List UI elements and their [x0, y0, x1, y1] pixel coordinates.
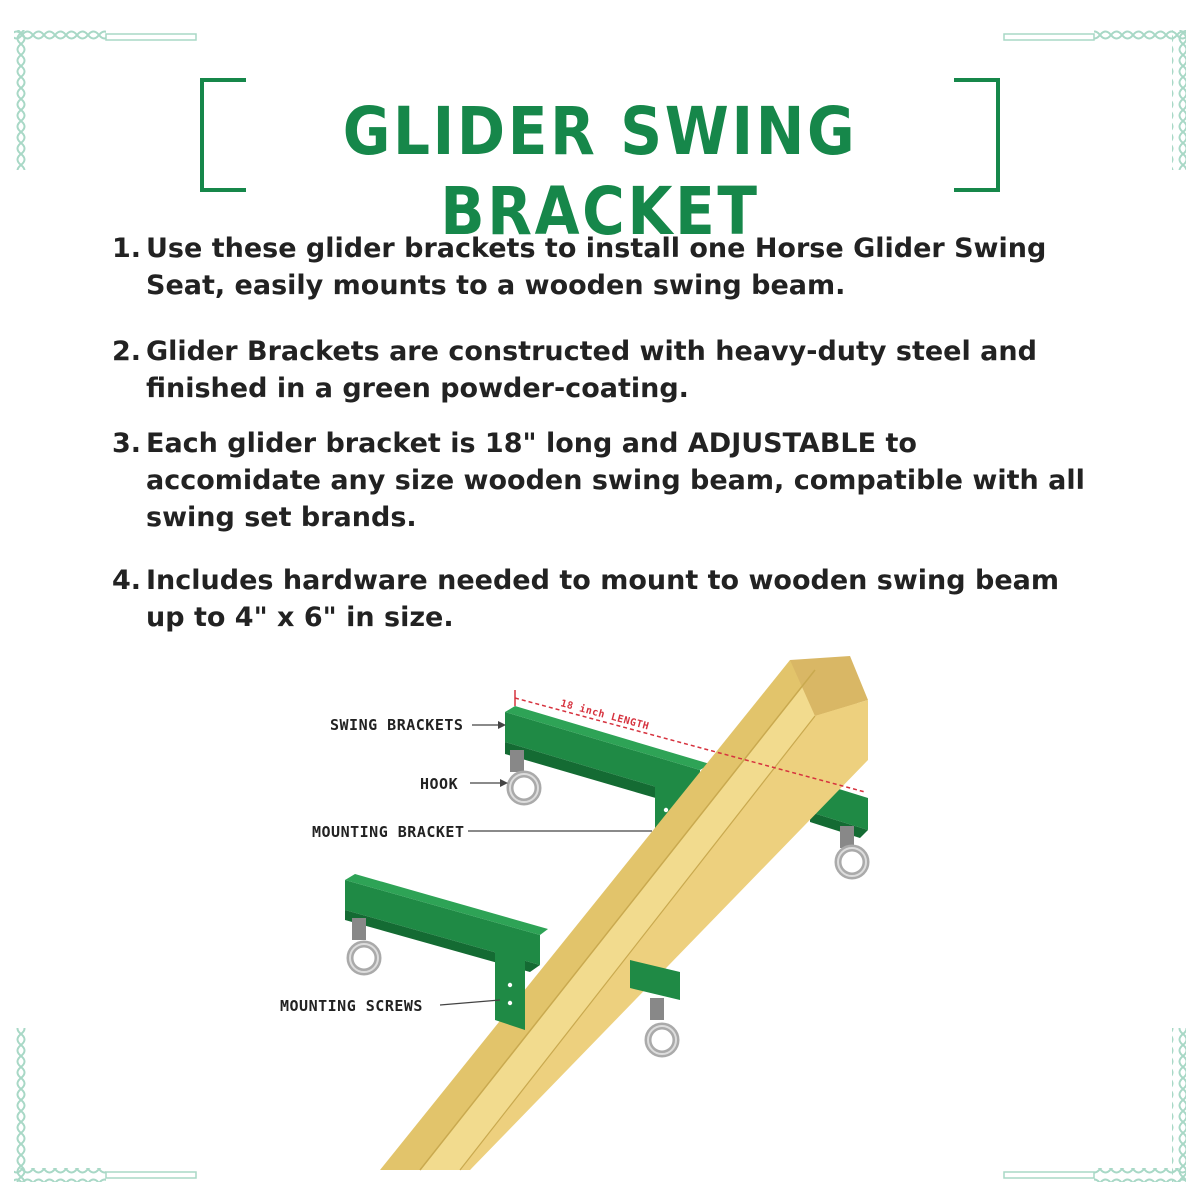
feature-text: Includes hardware needed to mount to woo…	[146, 565, 1060, 633]
feature-item: 2. Glider Brackets are constructed with …	[112, 333, 1092, 407]
swing-bracket-front	[345, 874, 680, 1030]
border-corner-top-left	[14, 30, 197, 170]
title-bracket-right	[954, 78, 1000, 192]
feature-number: 2.	[112, 336, 142, 367]
feature-text: Each glider bracket is 18" long and ADJU…	[146, 428, 1085, 533]
border-corner-top-right	[1003, 30, 1186, 170]
callout-mounting-bracket: MOUNTING BRACKET	[312, 823, 652, 841]
label-mounting-bracket: MOUNTING BRACKET	[312, 823, 465, 841]
title-header: GLIDER SWING BRACKET	[200, 78, 1000, 250]
swing-bracket-rear	[505, 706, 868, 860]
callout-hook: HOOK	[420, 775, 508, 793]
callout-swing-brackets: SWING BRACKETS	[330, 716, 506, 734]
hook-front-left	[346, 918, 382, 976]
feature-number: 3.	[112, 428, 142, 459]
hook-rear-left	[506, 750, 542, 806]
label-hook: HOOK	[420, 775, 458, 793]
wooden-beam	[380, 656, 868, 1171]
hook-front-right	[644, 998, 680, 1058]
hook-rear-right	[834, 826, 870, 880]
feature-item: 3. Each glider bracket is 18" long and A…	[112, 425, 1092, 536]
label-mounting-screws: MOUNTING SCREWS	[280, 997, 423, 1015]
feature-text: Glider Brackets are constructed with hea…	[146, 336, 1037, 404]
feature-list: 1. Use these glider brackets to install …	[112, 230, 1092, 636]
feature-number: 4.	[112, 565, 142, 596]
callout-mounting-screws: MOUNTING SCREWS	[280, 997, 501, 1015]
label-swing-brackets: SWING BRACKETS	[330, 716, 463, 734]
title-bracket-left	[200, 78, 246, 192]
feature-item: 4. Includes hardware needed to mount to …	[112, 562, 1092, 636]
border-corner-bottom-right	[1003, 1028, 1186, 1182]
border-corner-bottom-left	[14, 1028, 197, 1182]
feature-text: Use these glider brackets to install one…	[146, 233, 1047, 301]
page-title: GLIDER SWING BRACKET	[342, 93, 858, 250]
feature-item: 1. Use these glider brackets to install …	[112, 230, 1092, 304]
feature-number: 1.	[112, 233, 142, 264]
bracket-diagram: 18 inch LENGTH SWING BRACKETS HOOK MOUNT…	[280, 656, 870, 1171]
